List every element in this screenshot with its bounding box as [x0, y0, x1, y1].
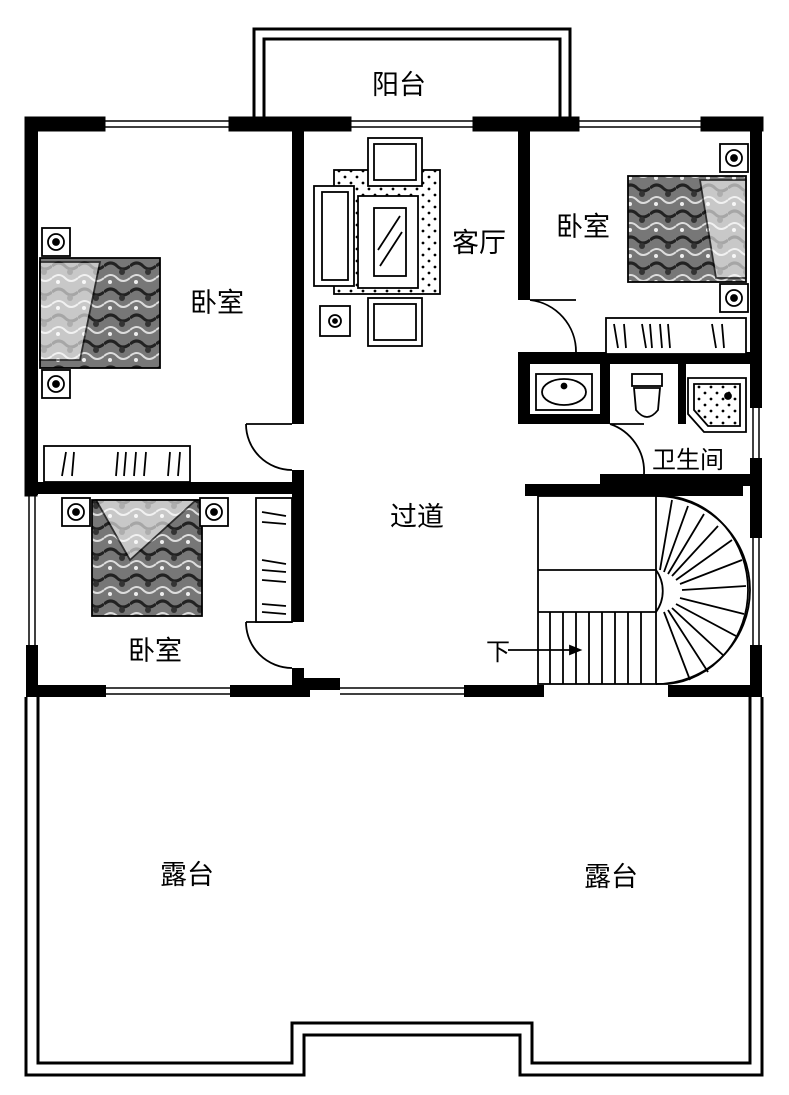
wardrobe-left	[43, 445, 191, 483]
bed-right	[627, 143, 749, 313]
walls	[24, 27, 764, 1077]
wardrobe-right	[605, 317, 747, 355]
bedroom-left-label: 卧室	[190, 288, 244, 319]
bed-left	[39, 227, 161, 399]
terrace-right-label: 露台	[584, 862, 638, 893]
wardrobe-bottom	[255, 497, 293, 623]
corridor-label: 过道	[390, 502, 444, 533]
bathroom-label: 卫生间	[652, 446, 724, 474]
stair-down-label: 下	[486, 638, 510, 666]
bedroom-bottom-label: 卧室	[128, 636, 182, 667]
bathroom-fixtures	[535, 373, 747, 433]
staircase	[508, 495, 751, 685]
bedroom-right-label: 卧室	[556, 212, 610, 243]
living-room-furniture	[313, 137, 441, 347]
balcony-label: 阳台	[372, 70, 426, 101]
bed-bottom	[61, 497, 229, 617]
terrace-left-label: 露台	[160, 860, 214, 891]
living-room-label: 客厅	[452, 228, 506, 259]
